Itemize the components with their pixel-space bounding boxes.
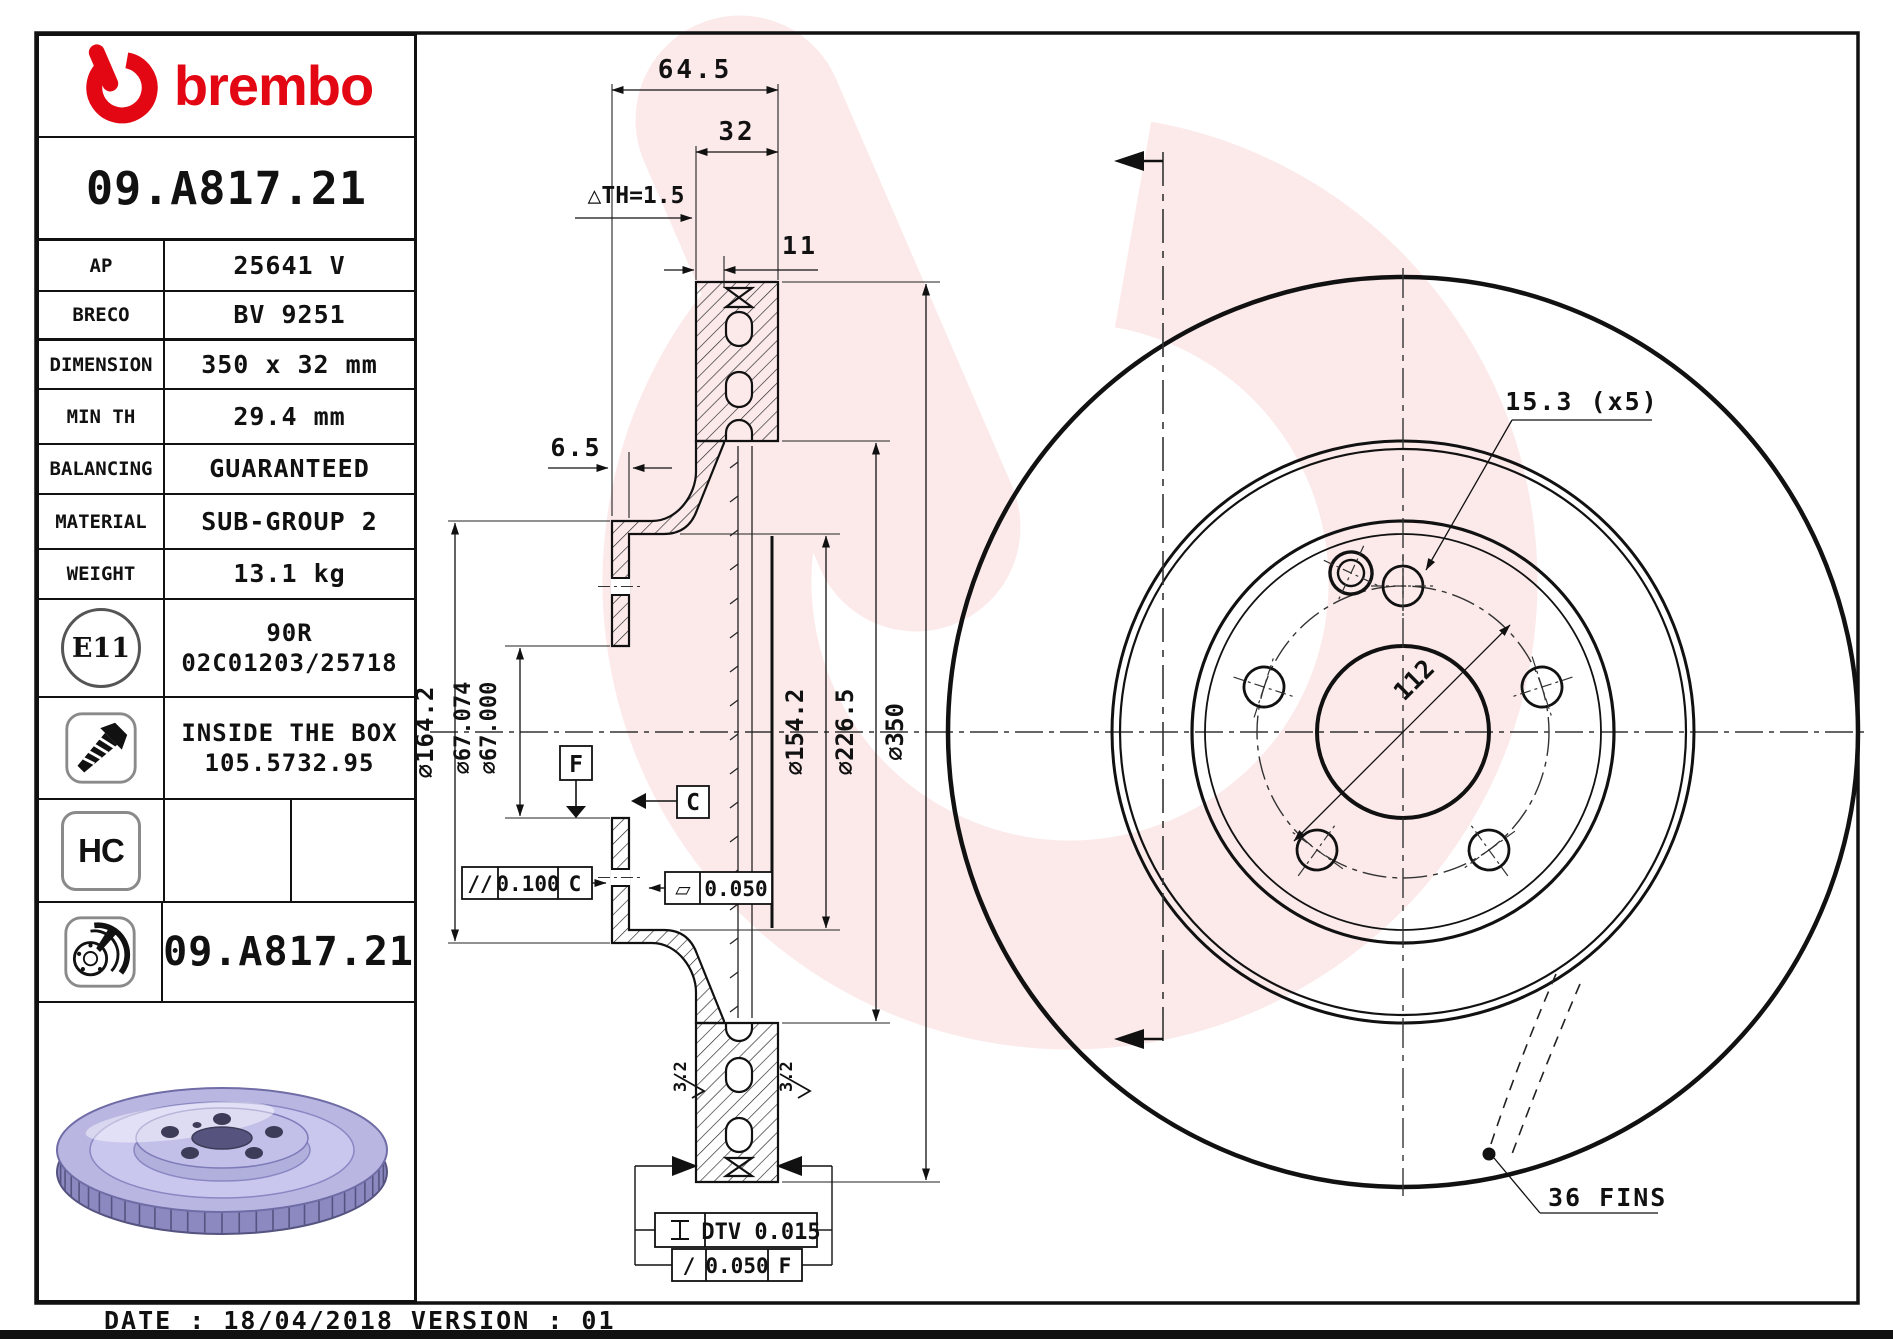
parallelism-icon: //: [467, 872, 492, 896]
svg-text:F: F: [779, 1254, 792, 1278]
section-arrow-bottom: [1114, 1029, 1144, 1049]
spec-row-ap: AP 25641 V: [39, 238, 414, 290]
homologation-number: 02C01203/25718: [181, 649, 398, 677]
section-arrow-top: [1114, 151, 1144, 171]
disc-3d-render: [56, 1087, 388, 1235]
spec-row-balancing: BALANCING GUARANTEED: [39, 443, 414, 493]
svg-text:C: C: [686, 790, 700, 816]
dim-plate-thickness: 11: [782, 231, 818, 260]
thickness-variation-icon: [671, 1220, 689, 1240]
cutting-plane: [1114, 151, 1164, 1049]
spec-value: GUARANTEED: [209, 454, 370, 484]
spec-label: BRECO: [39, 292, 165, 338]
spec-label: BALANCING: [39, 445, 165, 493]
spec-value: SUB-GROUP 2: [201, 506, 378, 536]
dim-dia-inner-braking: ∅226.5: [831, 689, 859, 776]
flange-bolt-hole-lower: [598, 868, 643, 887]
runout-icon: /: [683, 1254, 696, 1278]
spec-label: DIMENSION: [39, 341, 165, 388]
inside-the-box-label: INSIDE THE BOX: [181, 719, 398, 747]
disc-part-number: 09.A817.21: [163, 929, 414, 975]
part-number-box: 09.A817.21: [39, 136, 414, 238]
section-view: [430, 280, 1868, 1184]
flange-bolt-hole-upper: [598, 577, 643, 596]
svg-text:3.2: 3.2: [777, 1061, 797, 1092]
disc-image-box: [39, 1001, 414, 1304]
hat-section-lower: [610, 816, 726, 1025]
brembo-watermark-icon: [649, 120, 1490, 1003]
dim-band-width: 32: [718, 117, 755, 147]
disc-part-row: 09.A817.21: [39, 901, 414, 1001]
front-view: 15.3 (x5) 112 36 FINS: [945, 151, 1861, 1214]
section-dimensions: 64.5 32 △TH=1.5 11 6.5 ∅164.2 ∅67.074 ∅6…: [411, 55, 940, 1282]
svg-text:36 FINS: 36 FINS: [1548, 1183, 1667, 1212]
homologation-row: E11 90R 02C01203/25718: [39, 598, 414, 696]
fins-callout: 36 FINS: [1482, 973, 1667, 1214]
dtv-runout-callout: DTV 0.015 / 0.050 F: [634, 1156, 833, 1282]
svg-text:3.2: 3.2: [671, 1061, 691, 1092]
dim-dia-bore-max: ∅67.074: [451, 682, 476, 775]
dim-flange-thickness: 6.5: [550, 433, 601, 462]
spec-label: AP: [39, 241, 165, 290]
spec-value: 25641 V: [233, 250, 346, 280]
svg-text:F: F: [569, 752, 583, 778]
datum-f: F: [559, 745, 593, 818]
svg-text:C: C: [569, 872, 582, 896]
spec-label: MATERIAL: [39, 495, 165, 548]
spec-value: 29.4 mm: [233, 401, 346, 431]
datum-c: C: [631, 785, 710, 819]
screw-kit-number: 105.5732.95: [204, 749, 375, 777]
hc-row: HC: [39, 798, 414, 901]
spec-value: BV 9251: [233, 300, 346, 330]
spec-label: MIN TH: [39, 390, 165, 443]
brembo-logo-icon: [86, 44, 158, 124]
spec-row-breco: BRECO BV 9251: [39, 290, 414, 338]
svg-text:0.050: 0.050: [704, 877, 767, 901]
brand-header: brembo: [39, 36, 414, 136]
homologation-code: 90R: [266, 619, 313, 647]
hc-badge-icon: HC: [61, 810, 141, 891]
brand-name: brembo: [173, 54, 374, 117]
dtv-value: DTV 0.015: [701, 1220, 820, 1245]
svg-text:0.050: 0.050: [705, 1254, 768, 1278]
part-number: 09.A817.21: [86, 161, 367, 215]
bolt-hole-callout: 15.3 (x5): [1425, 387, 1658, 571]
flatness-icon: ▱: [675, 877, 691, 901]
flatness-tolerance: ▱ 0.050: [648, 871, 773, 905]
bottom-bar: [0, 1330, 1893, 1339]
spec-row-weight: WEIGHT 13.1 kg: [39, 548, 414, 598]
render-bolt-holes: [161, 1113, 283, 1159]
vane-stripes: [59, 1162, 385, 1233]
dim-dia-pilot: ∅154.2: [781, 689, 809, 776]
dim-dia-outer: ∅350: [881, 703, 909, 761]
dim-total-width: 64.5: [658, 55, 733, 85]
hat-section-upper: [610, 439, 726, 648]
svg-text:0.100: 0.100: [496, 872, 559, 896]
spec-row-dimension: DIMENSION 350 x 32 mm: [39, 338, 414, 388]
braking-band-top: [694, 280, 780, 443]
spec-value: 350 x 32 mm: [201, 349, 378, 379]
hc-cell-divider: [289, 800, 292, 901]
spec-panel: brembo 09.A817.21 AP 25641 V BRECO BV 92…: [36, 33, 417, 1303]
roughness-mark-left: 3.2: [671, 1061, 706, 1099]
spec-row-material: MATERIAL SUB-GROUP 2: [39, 493, 414, 548]
braking-band-bottom: [694, 1021, 780, 1184]
roughness-mark-right: 3.2: [777, 1061, 812, 1099]
spec-row-min-th: MIN TH 29.4 mm: [39, 388, 414, 443]
screw-icon: [65, 712, 137, 784]
brake-disc-icon: [64, 916, 136, 988]
locating-pin-hole: [1323, 545, 1379, 601]
inside-the-box-row: INSIDE THE BOX 105.5732.95: [39, 696, 414, 798]
parallelism-tolerance: // 0.100 C: [461, 866, 607, 900]
spec-value: 13.1 kg: [233, 559, 346, 589]
svg-text:15.3 (x5): 15.3 (x5): [1505, 387, 1658, 416]
spec-label: WEIGHT: [39, 550, 165, 598]
e11-badge-icon: E11: [61, 608, 141, 688]
fin-edge-ticks: [729, 461, 739, 1013]
dim-dia-bore-min: ∅67.000: [477, 682, 502, 775]
dim-wear-limit: △TH=1.5: [588, 183, 685, 209]
